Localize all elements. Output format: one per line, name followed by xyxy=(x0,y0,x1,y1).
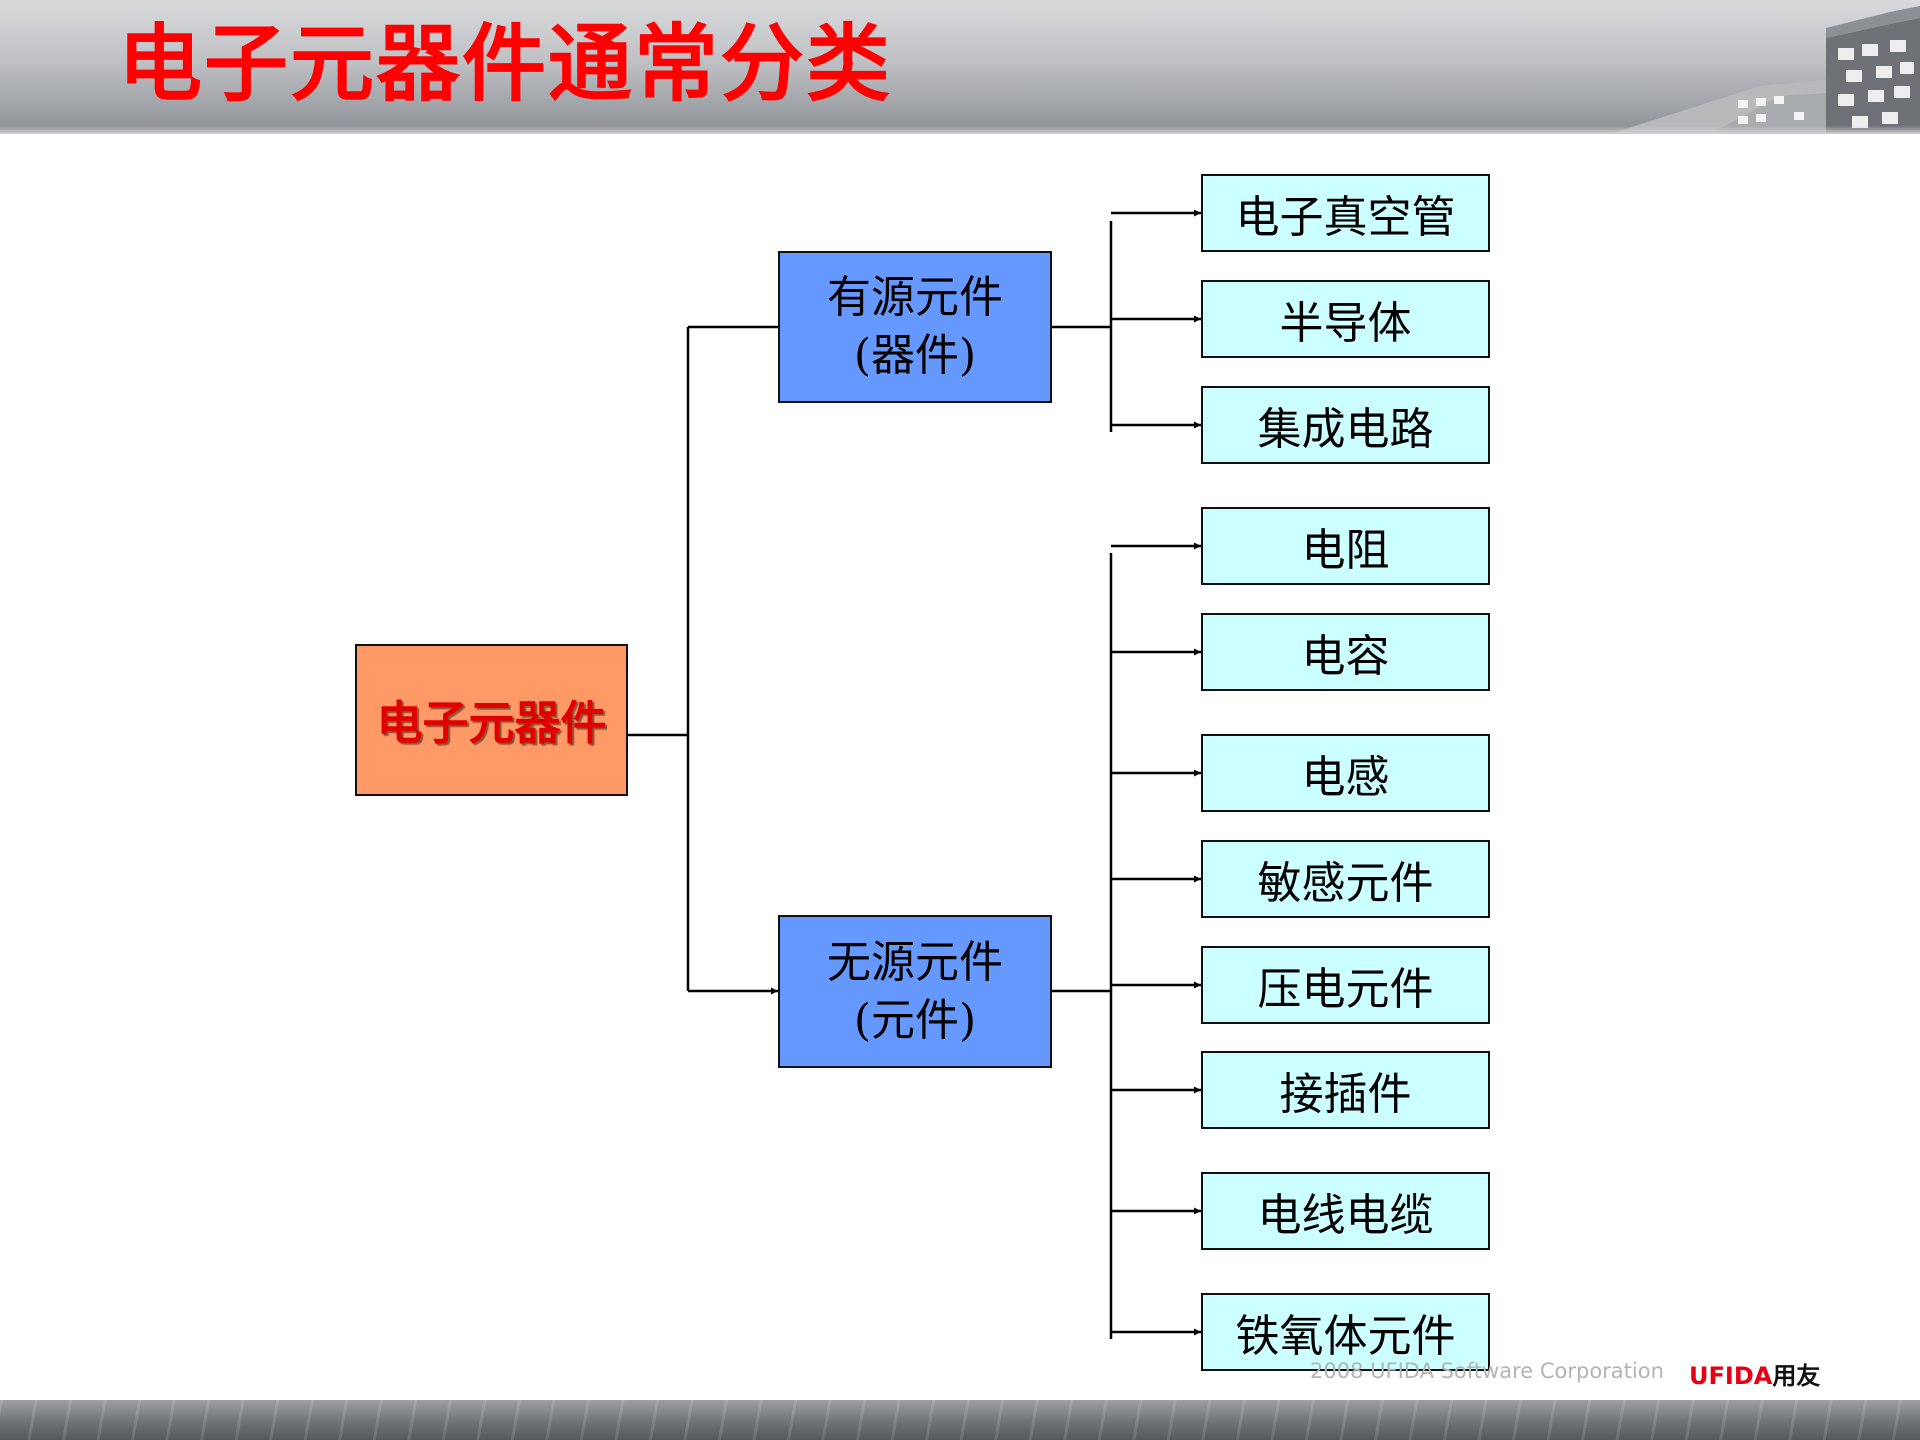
slide-title: 电子元器件通常分类 xyxy=(118,15,893,113)
item-label: 半导体 xyxy=(1279,298,1412,349)
category-passive: 无源元件 (元件) xyxy=(778,915,1052,1068)
brand-logo-cjk: 用友 xyxy=(1772,1362,1821,1390)
item-semiconductor: 半导体 xyxy=(1201,280,1490,358)
item-label: 集成电路 xyxy=(1257,404,1434,455)
item-resistor: 电阻 xyxy=(1201,507,1490,585)
brand-logo: UFIDA用友 xyxy=(1689,1356,1820,1391)
footer-band xyxy=(0,1400,1920,1440)
item-piezoelectric-component: 压电元件 xyxy=(1201,946,1490,1024)
item-label: 电感 xyxy=(1301,752,1390,803)
item-label: 敏感元件 xyxy=(1257,858,1434,909)
item-capacitor: 电容 xyxy=(1201,613,1490,691)
item-inductor: 电感 xyxy=(1201,734,1490,812)
category-passive-sublabel: (元件) xyxy=(853,994,977,1046)
category-active-sublabel: (器件) xyxy=(853,330,977,381)
category-active: 有源元件 (器件) xyxy=(778,251,1052,403)
category-active-label: 有源元件 xyxy=(827,272,1003,323)
item-label: 铁氧体元件 xyxy=(1235,1311,1456,1362)
header-band: 电子元器件通常分类 xyxy=(0,0,1920,134)
item-ferrite-component: 铁氧体元件 xyxy=(1201,1293,1490,1371)
item-label: 电容 xyxy=(1301,631,1390,682)
item-label: 电阻 xyxy=(1301,525,1390,576)
item-label: 接插件 xyxy=(1279,1069,1412,1120)
item-sensitive-component: 敏感元件 xyxy=(1201,840,1490,918)
root-node: 电子元器件 xyxy=(355,644,628,796)
item-label: 电线电缆 xyxy=(1257,1190,1434,1241)
item-connector: 接插件 xyxy=(1201,1051,1490,1129)
category-passive-label: 无源元件 xyxy=(827,936,1003,988)
item-integrated-circuit: 集成电路 xyxy=(1201,386,1490,464)
item-vacuum-tube: 电子真空管 xyxy=(1201,174,1490,252)
footer-copyright: 2008 UFIDA Software Corporation xyxy=(1310,1359,1664,1383)
root-node-label: 电子元器件 xyxy=(376,696,607,750)
item-label: 压电元件 xyxy=(1257,964,1434,1015)
item-label: 电子真空管 xyxy=(1235,192,1456,243)
building-illustration xyxy=(1610,6,1920,134)
item-wire-cable: 电线电缆 xyxy=(1201,1172,1490,1250)
brand-logo-latin: UFIDA xyxy=(1689,1362,1773,1390)
